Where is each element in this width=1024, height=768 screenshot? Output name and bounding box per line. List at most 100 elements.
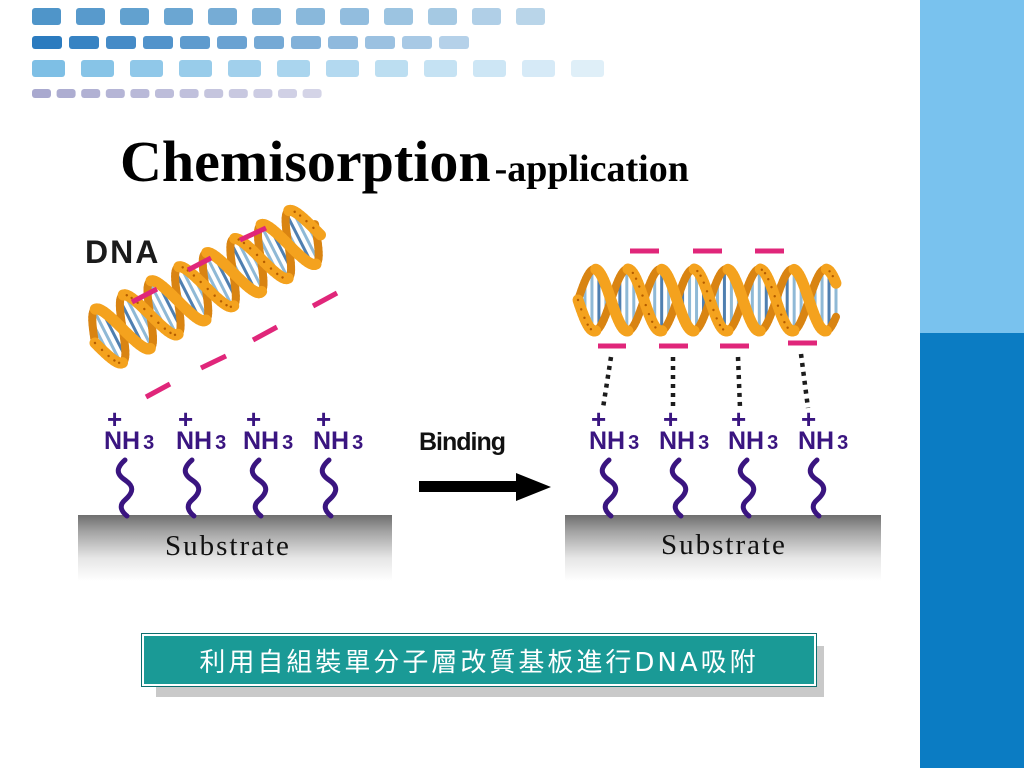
dna-strand-segment: [171, 328, 184, 341]
header-tile: [296, 8, 325, 25]
dna-strand-segment: [143, 342, 156, 355]
dna-strand-texture: [181, 266, 184, 269]
amine-charge-plus: +: [246, 404, 262, 434]
dna-strand-texture: [705, 290, 709, 293]
amine-subscript: 3: [143, 432, 155, 454]
dna-strand-texture: [576, 298, 580, 302]
dna-strand-texture: [786, 326, 789, 329]
dna-strand-texture: [192, 274, 196, 277]
dna-strand-segment: [115, 357, 129, 369]
dna-strand-texture: [831, 274, 834, 278]
amine-formula: NH: [104, 427, 141, 455]
dna-strand-texture: [647, 312, 651, 316]
base-pair: [203, 252, 234, 308]
amine-charge-plus: +: [591, 404, 607, 434]
dna-strand-texture: [583, 316, 586, 320]
dna-strand-texture: [641, 294, 644, 297]
title-sub: -application: [494, 148, 689, 190]
header-tile: [56, 89, 76, 98]
dna-strand-segment: [828, 273, 842, 289]
dna-strand-texture: [213, 294, 216, 297]
header-tile: [69, 36, 99, 49]
header-tile: [81, 89, 101, 98]
dna-strand-texture: [225, 304, 228, 307]
header-tile: [516, 8, 545, 25]
dna-strand-texture: [702, 281, 705, 284]
amine-subscript: 3: [215, 432, 227, 454]
header-tile: [179, 60, 212, 77]
dna-strand-texture: [783, 321, 786, 324]
dna-strand-segment: [309, 258, 322, 271]
amine-formula: NH: [243, 427, 280, 455]
amine-charge-plus: +: [801, 404, 817, 434]
header-tile: [365, 36, 395, 49]
dna-strand-texture: [763, 272, 767, 275]
base-pair: [92, 309, 123, 364]
dna-strand-texture: [589, 327, 593, 331]
header-tile: [253, 89, 273, 98]
amine-charge-plus: +: [107, 404, 123, 434]
dna-strand-texture: [237, 238, 240, 241]
header-tile: [424, 60, 457, 77]
header-tile: [402, 36, 432, 49]
dna-strand-texture: [634, 277, 638, 280]
slide-title: Chemisorption -application: [120, 128, 689, 195]
binding-label: Binding: [419, 428, 506, 456]
dna-strand-segment: [254, 285, 268, 298]
dna-strand-texture: [776, 304, 780, 307]
header-tile: [155, 89, 174, 98]
dna-strand-texture: [715, 317, 718, 320]
amine-charge-plus: +: [316, 404, 332, 434]
header-tile: [291, 36, 321, 49]
dna-strand-texture: [580, 308, 583, 311]
amine-charge-plus: +: [663, 404, 679, 434]
header-tile: [76, 8, 105, 25]
chemisorption-diagram: [78, 204, 881, 581]
header-tile: [32, 36, 62, 49]
linker-chain: [249, 457, 269, 519]
header-tile: [375, 60, 408, 77]
header-tile: [130, 60, 163, 77]
dna-strand-texture: [100, 348, 104, 352]
dna-strand-texture: [281, 276, 284, 279]
header-tile: [228, 60, 261, 77]
header-tile: [328, 36, 358, 49]
dna-strand-texture: [305, 219, 308, 223]
dna-strand-texture: [779, 313, 783, 316]
dna-strand-texture: [150, 314, 153, 318]
header-tile: [473, 60, 506, 77]
header-tile: [571, 60, 604, 77]
dna-strand-texture: [130, 296, 133, 300]
dna-strand-texture: [199, 280, 202, 284]
amine-formula: NH: [313, 427, 350, 455]
linker-chain: [115, 457, 135, 519]
dna-helix-left: [88, 204, 326, 369]
dna-strand-texture: [276, 272, 279, 276]
dna-strand-texture: [767, 278, 770, 281]
header-tile: [208, 8, 237, 25]
sidebar-top-band: [920, 0, 1024, 333]
dna-strand-texture: [709, 299, 712, 302]
dna-label: DNA: [85, 234, 161, 270]
dna-strand-texture: [143, 307, 146, 311]
binding-dots: [600, 353, 811, 409]
header-tile: [143, 36, 173, 49]
amine-formula: NH: [728, 427, 765, 455]
header-tile: [204, 89, 224, 98]
dna-strand-texture: [163, 327, 167, 330]
dna-strand-texture: [696, 269, 699, 273]
header-tile: [326, 60, 359, 77]
substrate-label-right: Substrate: [661, 529, 787, 561]
dna-strand-texture: [255, 253, 259, 257]
dna-strand-segment: [281, 272, 294, 285]
dna-strand-texture: [157, 321, 160, 325]
dna-strand-texture: [113, 359, 116, 362]
header-tile: [105, 89, 125, 98]
dna-strand-texture: [718, 323, 722, 327]
dna-strand-texture: [631, 271, 635, 275]
